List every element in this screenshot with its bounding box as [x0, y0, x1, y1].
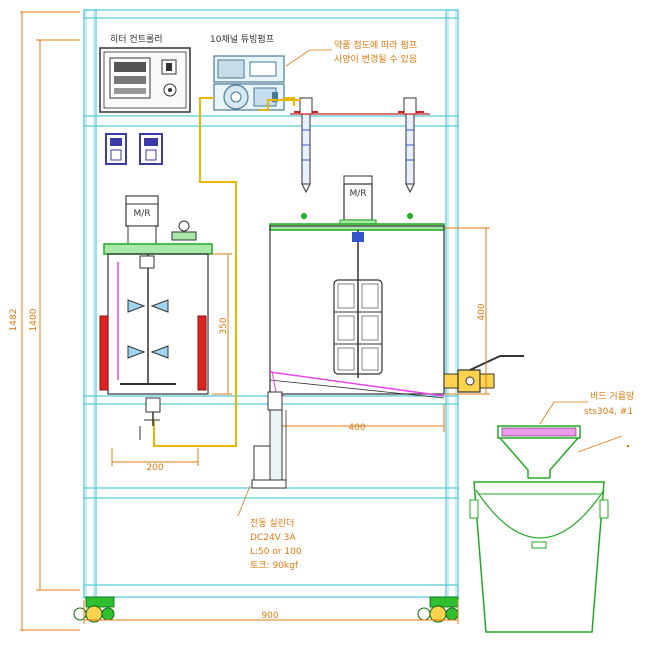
cylinder-note-line2: DC24V 3A: [250, 533, 296, 543]
pump-note-line2: 사양이 변경될 수 있음: [334, 53, 417, 65]
dim-right-tank-height: 400: [477, 303, 487, 320]
tubing-pump-label: 10채널 튜빙펌프: [210, 33, 274, 45]
cylinder-note-line1: 전동 실린더: [250, 518, 294, 529]
dim-left-width: 200: [146, 463, 163, 473]
discharge-valve: [443, 355, 524, 393]
left-motor-label: M/R: [133, 209, 150, 219]
caster-right: [417, 596, 459, 623]
dim-total-height: 1482: [9, 309, 19, 332]
pump-note: 약품 점도에 따라 펌프 사양이 변경될 수 있음: [285, 39, 417, 67]
cylinder-note-line3: L:50 or 100: [250, 547, 302, 557]
left-tank: M/R: [99, 195, 213, 440]
caster-left: [73, 596, 115, 623]
cylinder-note: 전동 실린더 DC24V 3A L:50 or 100 토크: 90kgf: [237, 485, 302, 571]
cylinder-note-line4: 토크: 90kgf: [250, 561, 299, 571]
burette-left: [294, 97, 318, 194]
mesh-note-line1: 비드 거름망: [590, 391, 634, 402]
dim-frame-width: 900: [261, 611, 278, 621]
switch-box-1: [105, 133, 127, 165]
dim-frame-height: 1400: [29, 308, 39, 331]
right-tank: M/R: [269, 175, 445, 399]
dim-right-width: 400: [348, 423, 365, 433]
left-width-dimension: 200: [111, 448, 199, 473]
right-motor-label: M/R: [349, 189, 366, 199]
burette-right: [398, 97, 424, 194]
bead-strainer: [497, 425, 581, 479]
frame-height-dimension: 1400: [29, 39, 80, 591]
heater-controller-label: 히터 컨트롤러: [110, 34, 163, 45]
overall-height-dimension: 1482: [9, 11, 80, 631]
collection-bucket: [469, 481, 609, 633]
right-width-dimension: 400: [269, 404, 445, 433]
heater-controller: [99, 47, 191, 113]
frame-width-dimension: 900: [83, 600, 459, 624]
switch-box-2: [139, 133, 163, 165]
left-tank-height-dimension: 350: [212, 253, 232, 395]
mesh-note-line2: sts304, #1: [584, 407, 633, 417]
dim-left-tank-height: 350: [219, 317, 229, 334]
tubing: [153, 97, 300, 447]
tubing-pump: [213, 55, 285, 111]
pump-note-line1: 약품 점도에 따라 펌프: [334, 39, 417, 51]
right-tank-height-dimension: 400: [444, 227, 490, 395]
electric-cylinder: [251, 391, 287, 489]
mesh-note: 비드 거름망 sts304, #1: [539, 391, 634, 453]
